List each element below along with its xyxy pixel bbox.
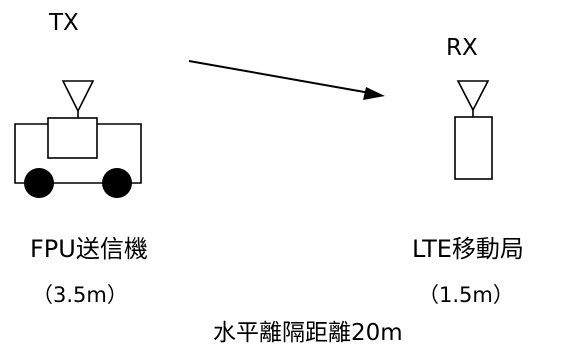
rx-antenna-icon bbox=[456, 80, 490, 112]
lte-mobile-station bbox=[454, 80, 493, 180]
lte-mobile-name: LTE移動局 bbox=[412, 235, 524, 263]
fpu-transmitter-name: FPU送信機 bbox=[30, 235, 148, 263]
front-wheel-icon bbox=[24, 168, 54, 198]
tx-equipment-box bbox=[47, 117, 98, 159]
fpu-vehicle bbox=[14, 80, 142, 198]
tx-label: TX bbox=[49, 10, 79, 36]
lte-mobile-height: （1.5m） bbox=[418, 283, 514, 307]
rx-label: RX bbox=[446, 35, 478, 61]
propagation-arrow bbox=[188, 60, 385, 100]
horizontal-separation-label: 水平離隔距離20m bbox=[213, 320, 403, 346]
rear-wheel-icon bbox=[102, 168, 132, 198]
vehicle-body bbox=[14, 123, 142, 184]
fpu-transmitter-height: （3.5m） bbox=[32, 283, 128, 307]
rx-handset-body bbox=[454, 116, 493, 180]
tx-antenna-icon bbox=[61, 80, 95, 113]
arrow-head-icon bbox=[363, 87, 385, 100]
